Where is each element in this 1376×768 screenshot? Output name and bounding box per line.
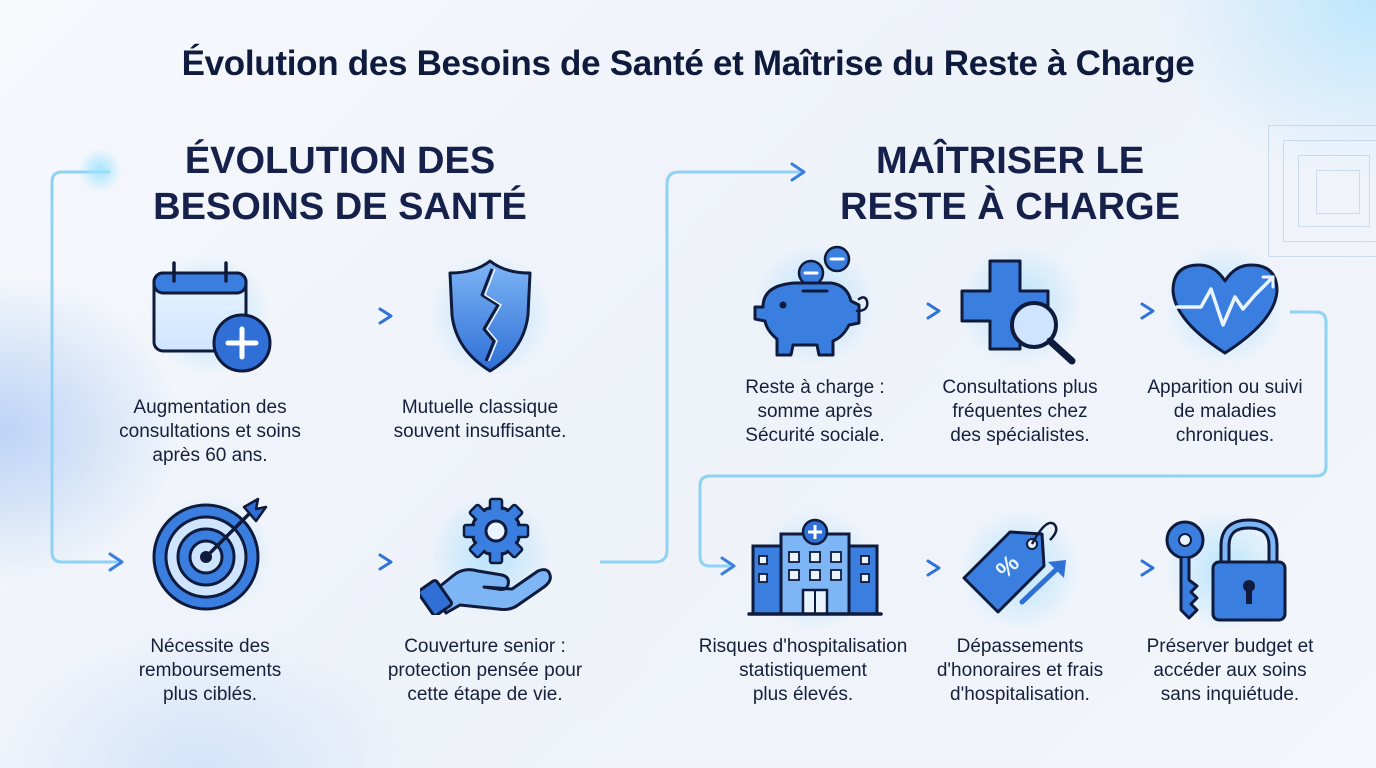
broken-shield-icon <box>420 255 560 375</box>
label-classic-mutual-insufficient: Mutuelle classique souvent insuffisante. <box>393 397 567 442</box>
arrow-right-row2-b <box>1092 559 1155 577</box>
hand-gear-icon <box>420 495 560 615</box>
key-lock-icon <box>1155 510 1295 630</box>
right-connector-line <box>698 310 1328 568</box>
target-arrow-icon <box>140 495 280 615</box>
label-targeted-reimbursements: Nécessite des remboursements plus ciblés… <box>138 636 282 705</box>
decorative-square <box>1268 125 1376 257</box>
label-chronic-diseases: Apparition ou suivi de maladies chroniqu… <box>1147 377 1303 446</box>
label-specialist-consultations: Consultations plus fréquentes chez des s… <box>942 377 1098 446</box>
right-connector-arrowhead <box>720 556 736 576</box>
middle-connector-arrowhead <box>790 162 806 182</box>
arrow-left-row2 <box>298 553 393 571</box>
hospital-icon <box>745 510 885 630</box>
arrow-right-row2-a <box>876 559 941 577</box>
section-title-health-needs: ÉVOLUTION DES BESOINS DE SANTÉ <box>153 140 527 228</box>
middle-connector-line <box>600 170 802 564</box>
arrow-right-row1-a <box>876 302 941 320</box>
price-tag-rising-icon: % <box>950 510 1090 630</box>
label-consultations-increase: Augmentation des consultations et soins … <box>119 397 301 466</box>
label-senior-coverage: Couverture senior : protection pensée po… <box>387 636 583 705</box>
decorative-square <box>1298 155 1370 227</box>
heart-pulse-icon <box>1155 245 1295 365</box>
glow-dot <box>78 148 122 192</box>
decorative-square <box>1316 170 1360 214</box>
label-fee-overruns: Dépassements d'honoraires et frais d'hos… <box>936 636 1104 705</box>
medical-cross-search-icon <box>950 245 1090 365</box>
label-out-of-pocket: Reste à charge : somme après Sécurité so… <box>745 377 885 446</box>
label-hospitalization-risk: Risques d'hospitalisation statistiquemen… <box>698 636 908 705</box>
piggy-bank-icon <box>745 245 885 365</box>
arrow-right-row1-b <box>1092 302 1155 320</box>
page-title: Évolution des Besoins de Santé et Maîtri… <box>181 44 1195 83</box>
label-preserve-budget: Préserver budget et accéder aux soins sa… <box>1146 636 1314 705</box>
decorative-square <box>1283 140 1376 242</box>
calendar-plus-icon <box>140 255 280 375</box>
section-title-out-of-pocket: MAÎTRISER LE RESTE À CHARGE <box>840 140 1180 228</box>
left-connector-arrowhead <box>108 552 124 572</box>
arrow-left-row1 <box>298 307 393 325</box>
left-connector-line <box>50 170 120 564</box>
